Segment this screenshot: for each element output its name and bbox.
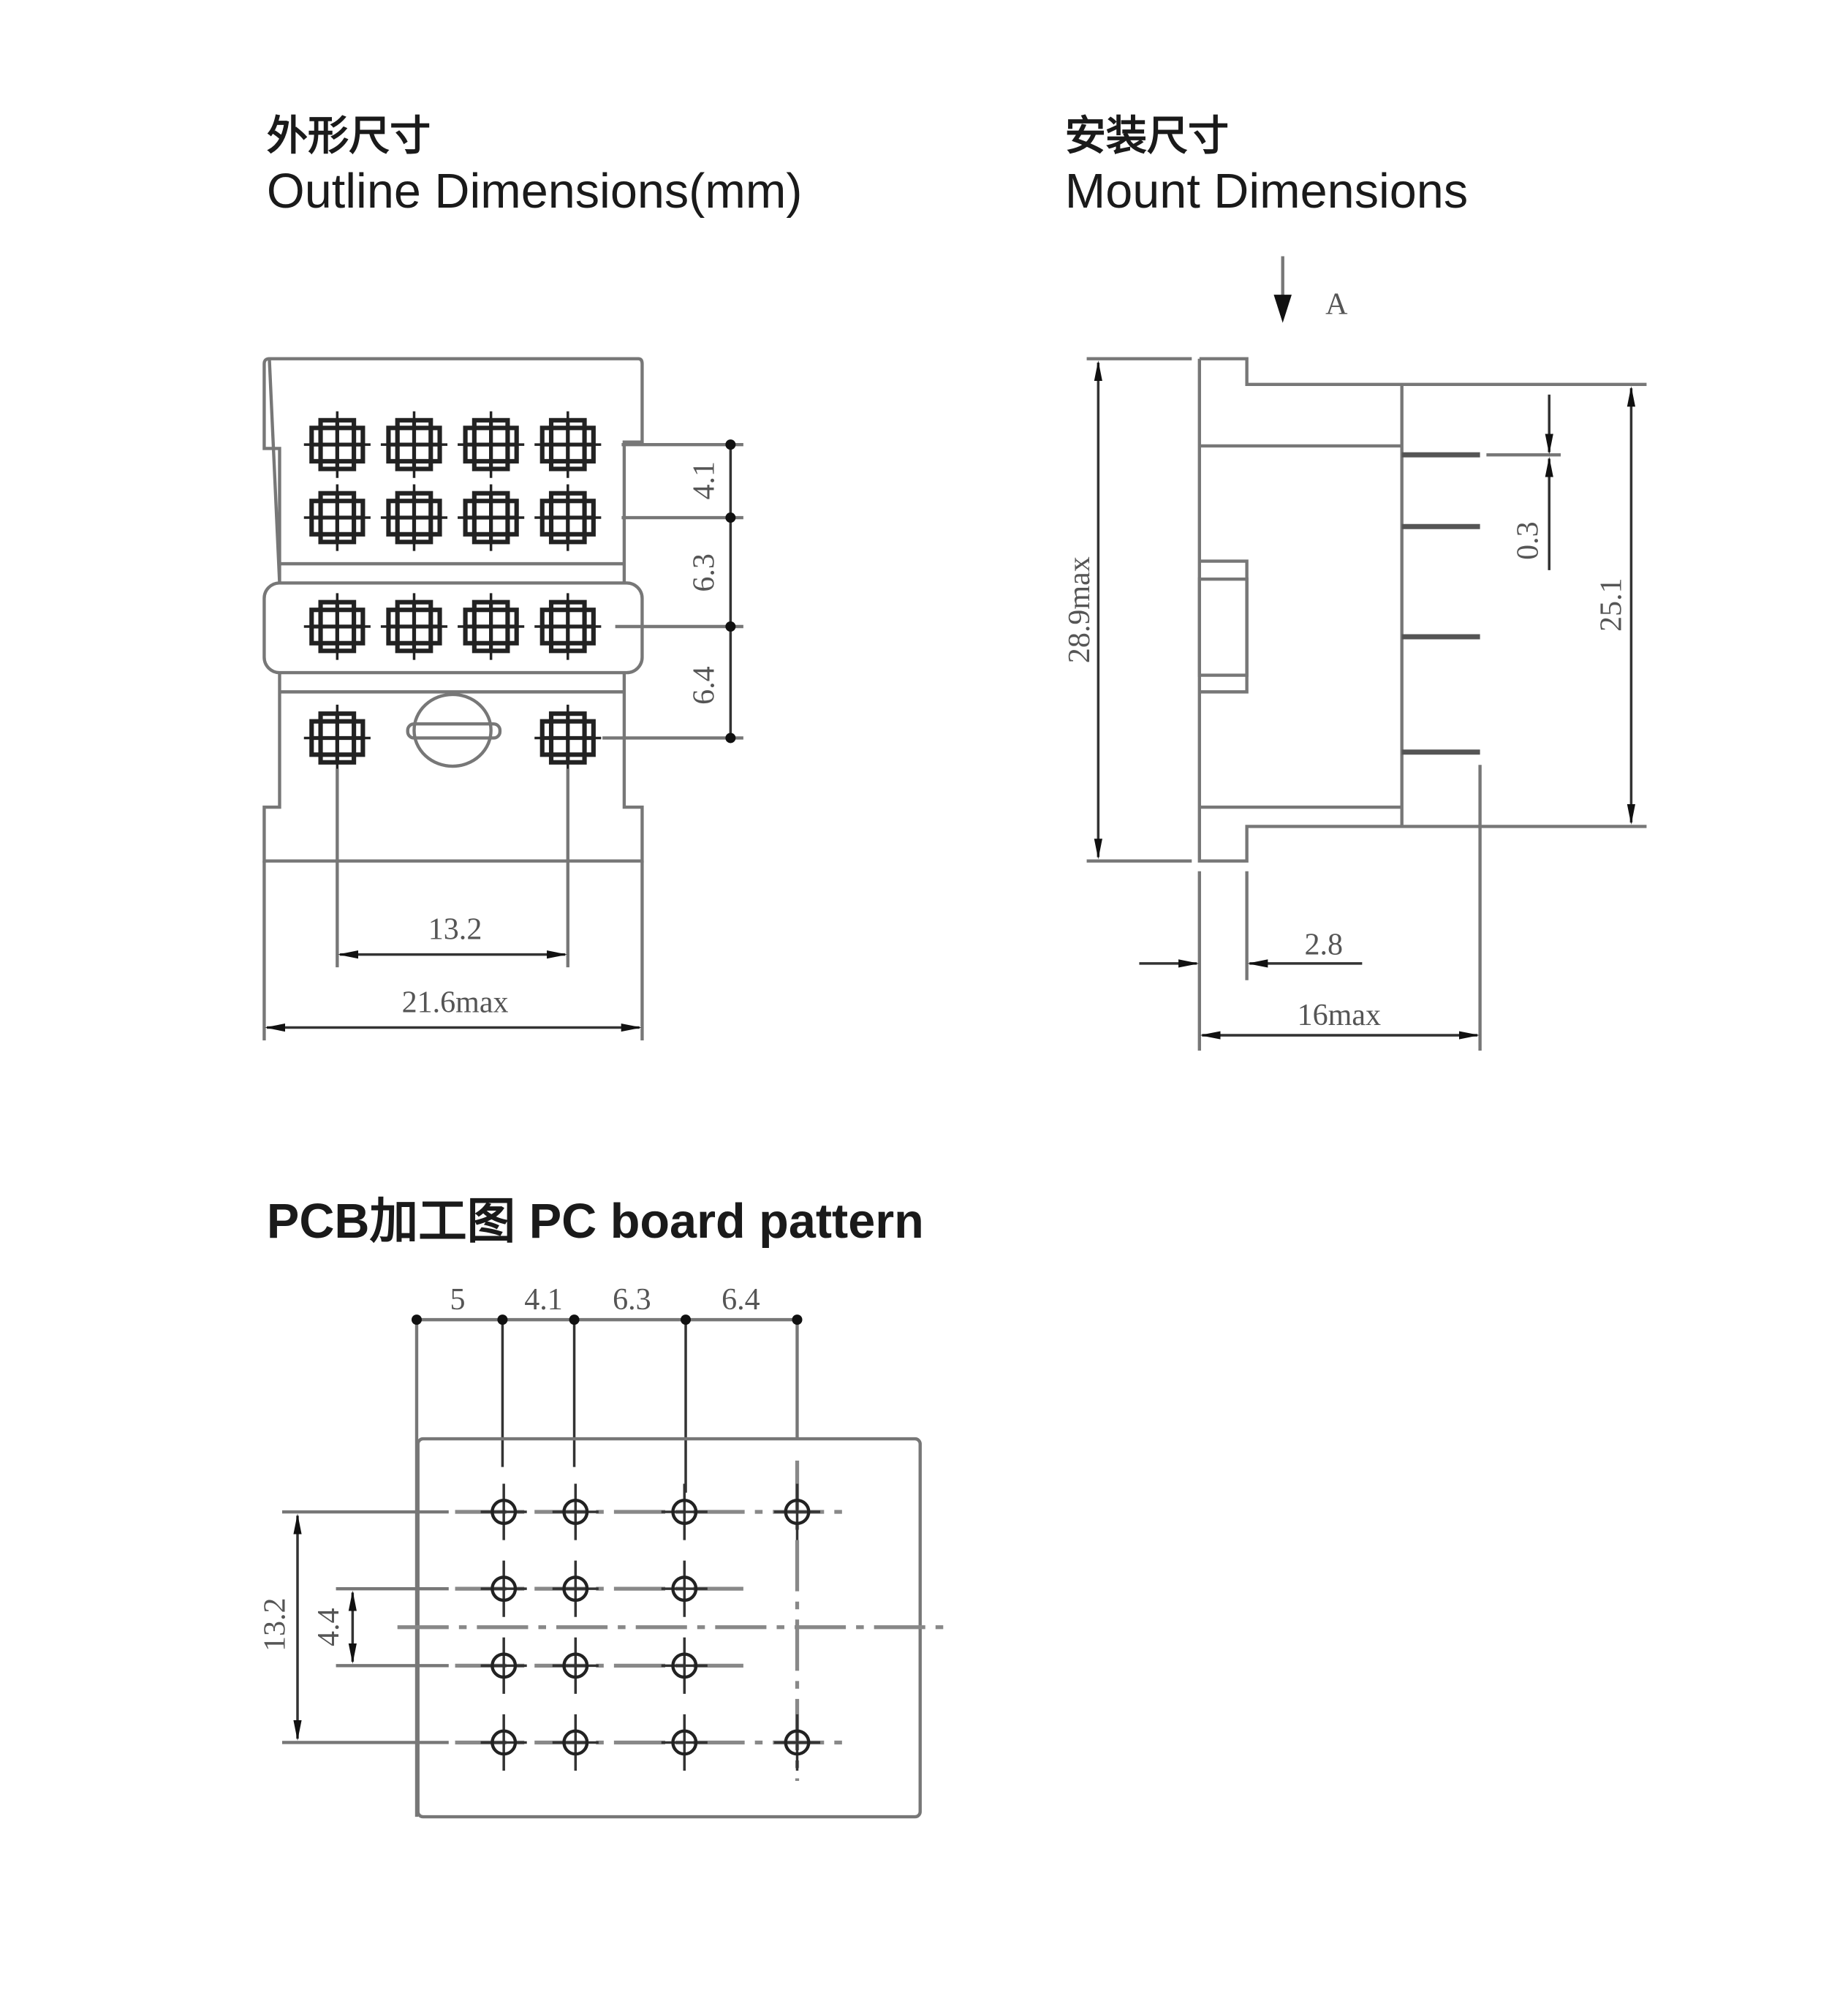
mount-title-cn: 安装尺寸	[1065, 113, 1229, 160]
mount-title-en: Mount Dimensions	[1065, 164, 1468, 219]
dim-25-1: 25.1	[1594, 578, 1628, 632]
pcb-side-dimensions: 13.2 4.4	[258, 1513, 357, 1741]
latch-icon	[406, 692, 502, 768]
pcb-hole-icon	[552, 1483, 599, 1540]
socket-top-view: 4.1 6.3 6.4 13.2 21.6max	[262, 357, 743, 1041]
socket-terminal-icon	[458, 484, 525, 551]
pcb-hole-icon	[480, 1483, 527, 1540]
dim-0-3: 0.3	[1511, 521, 1545, 560]
view-a-label: A	[1325, 287, 1348, 321]
pcb-hole-icon	[480, 1560, 527, 1617]
dim-16max: 16max	[1298, 999, 1381, 1032]
pcb-hole-icon	[552, 1560, 599, 1617]
dim-21-6max: 21.6max	[402, 986, 509, 1020]
dim-28-9max: 28.9max	[1063, 556, 1097, 663]
pcb-dim-4-1: 4.1	[524, 1283, 563, 1317]
socket-terminal-icon	[458, 411, 525, 478]
pcb-hole-icon	[661, 1483, 708, 1540]
socket-terminal-icon	[303, 704, 371, 772]
socket-terminal-icon	[458, 593, 525, 660]
dim-6-3: 6.3	[688, 553, 722, 592]
socket-terminal-icon	[380, 411, 448, 478]
socket-terminal-icon	[380, 484, 448, 551]
outline-title-en: Outline Dimensions(mm)	[267, 164, 803, 219]
pcb-section: PCB加工图 PC board pattern 5 4.1 6.3 6.4	[258, 1195, 944, 1819]
outline-right-dimensions: 4.1 6.3 6.4	[602, 439, 743, 744]
pcb-hole-icon	[773, 1714, 821, 1771]
socket-side-view	[1086, 357, 1647, 1051]
socket-terminal-icon	[303, 593, 371, 660]
pcb-hole-icon	[661, 1637, 708, 1694]
socket-terminal-icon	[534, 593, 602, 660]
pcb-dim-4-4: 4.4	[312, 1608, 346, 1646]
pcb-hole-icon	[480, 1714, 527, 1771]
pcb-dim-5: 5	[450, 1283, 466, 1317]
dim-2-8: 2.8	[1305, 928, 1344, 962]
pcb-top-dimensions: 5 4.1 6.3 6.4	[411, 1283, 803, 1817]
pcb-hole-icon	[661, 1560, 708, 1617]
pcb-hole-icon	[773, 1483, 821, 1540]
view-a-arrow-icon	[1273, 256, 1292, 323]
pcb-hole-icon	[552, 1714, 599, 1771]
socket-terminal-icon	[534, 484, 602, 551]
pcb-dim-13-2: 13.2	[258, 1597, 292, 1652]
socket-terminal-icon	[303, 411, 371, 478]
pcb-dim-6-4: 6.4	[722, 1283, 760, 1317]
pcb-title: PCB加工图 PC board pattern	[267, 1195, 924, 1249]
socket-terminal-icon	[534, 704, 602, 772]
dim-13-2: 13.2	[428, 913, 482, 947]
socket-terminal-icon	[534, 411, 602, 478]
pcb-centerlines	[281, 1460, 944, 1782]
pcb-hole-icon	[661, 1714, 708, 1771]
pcb-hole-icon	[480, 1637, 527, 1694]
dim-6-4: 6.4	[688, 666, 722, 705]
pcb-hole-icon	[552, 1637, 599, 1694]
socket-terminal-icon	[380, 593, 448, 660]
outline-title-cn: 外形尺寸	[267, 113, 431, 160]
mount-section: 安装尺寸 Mount Dimensions A	[1063, 113, 1647, 1051]
pcb-dim-6-3: 6.3	[613, 1283, 651, 1317]
outline-bottom-dimensions: 13.2 21.6max	[265, 913, 642, 1032]
mount-dimensions: 28.9max 25.1 0.3 2.8 16max	[1063, 360, 1636, 1040]
dim-4-1: 4.1	[688, 461, 722, 500]
socket-terminal-icon	[303, 484, 371, 551]
outline-section: 外形尺寸 Outline Dimensions(mm)	[262, 113, 803, 1041]
